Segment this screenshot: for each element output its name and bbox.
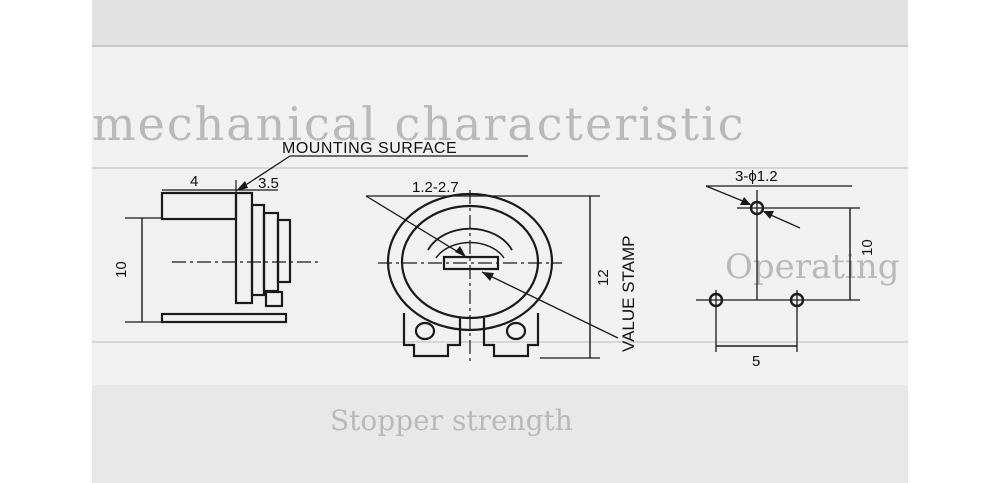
value-stamp-label: VALUE STAMP [619, 235, 638, 352]
dim-5-label: 5 [752, 353, 760, 370]
dim-arrow [455, 246, 466, 257]
hole-pattern-view [696, 185, 860, 352]
side-view [125, 155, 528, 324]
hole-leader-arrow [740, 197, 751, 205]
background-heading: mechanical characteristic [92, 97, 745, 151]
scan-bottom-band [92, 385, 908, 483]
hole-leader-arrow [763, 211, 774, 219]
top-view [365, 190, 619, 365]
top-view-terminal-right [482, 313, 540, 358]
dim-1-2-2-7-label: 1.2-2.7 [412, 179, 459, 196]
background-faint-row: Operating [725, 247, 899, 287]
value-stamp-arrow [482, 272, 494, 281]
top-view-terminal-hole [505, 321, 527, 341]
mounting-leader-arrow [236, 181, 248, 191]
hole-diameter-label: 3-ϕ1.2 [735, 168, 778, 185]
side-view-tab [264, 290, 284, 308]
dim-4-label: 4 [190, 173, 198, 190]
background-faint-bottom: Stopper strength [330, 404, 573, 437]
side-view-rotor [276, 218, 292, 284]
top-view-terminal-left [402, 313, 462, 358]
side-view-bottom-leg [160, 312, 288, 324]
dim-leader-1-2-2-7 [365, 195, 469, 259]
scan-top-band [92, 0, 908, 45]
dim-3-5-label: 3.5 [258, 175, 279, 192]
dim-10-left-label: 10 [113, 261, 130, 278]
dim-12-label: 12 [595, 269, 612, 286]
top-view-terminal-hole [414, 321, 436, 341]
mounting-leader-line [237, 155, 291, 191]
mounting-surface-label: MOUNTING SURFACE [282, 140, 457, 157]
dim-10-right-label: 10 [859, 239, 876, 256]
value-stamp-leader [481, 271, 619, 339]
